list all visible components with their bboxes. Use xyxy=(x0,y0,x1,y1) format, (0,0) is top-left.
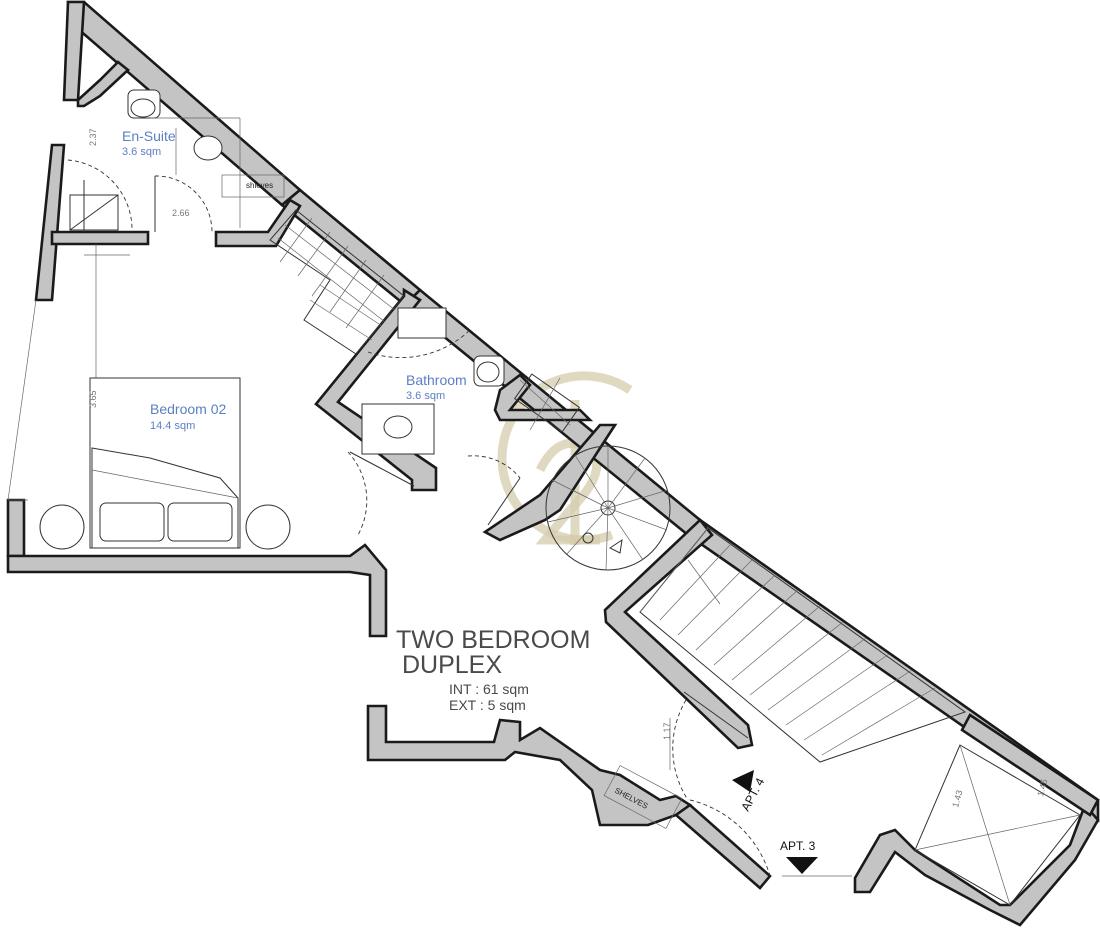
apt3-label: APT. 3 xyxy=(780,839,816,853)
wall-bedroom-bottom xyxy=(6,543,388,638)
bedroom-furniture xyxy=(7,299,291,550)
pillow-icon xyxy=(99,502,165,542)
apt3-arrow-icon xyxy=(786,857,818,874)
wc-bowl-icon xyxy=(476,361,500,383)
bedroom-area: 14.4 sqm xyxy=(150,420,195,432)
wc-bowl-icon xyxy=(130,98,156,118)
apt4-arrow-icon xyxy=(732,770,754,792)
wall-top-diagonal xyxy=(66,0,303,207)
spiral-staircase xyxy=(545,445,671,571)
void-area xyxy=(914,744,1081,906)
ensuite-fixtures xyxy=(67,89,285,500)
void-dim-b: 1.45 xyxy=(1035,778,1049,798)
nightstand-lamp-icon xyxy=(39,504,85,550)
bathroom-name: Bathroom xyxy=(406,372,467,388)
bathroom-fixtures xyxy=(347,307,521,536)
plan-title-line2: DUPLEX xyxy=(402,651,502,679)
wall-diagonal-mid xyxy=(279,188,422,307)
wall-left-upper xyxy=(62,0,86,102)
shelves-upper-label: shleves xyxy=(246,181,273,190)
exterior-area: EXT : 5 sqm xyxy=(449,697,526,713)
nightstand-lamp-icon xyxy=(245,504,291,550)
ensuite-height-dim: 2.37 xyxy=(88,128,98,146)
wall-apt3-right xyxy=(853,802,1100,927)
ensuite-width-dim: 2.66 xyxy=(172,208,190,218)
wall-ensuite-bottom-right xyxy=(214,198,302,248)
ensuite-name: En-Suite xyxy=(122,128,176,144)
shelving-grid xyxy=(269,209,405,355)
pillow-icon xyxy=(167,502,233,542)
wall-right-stub xyxy=(960,713,1100,817)
bedroom-name: Bedroom 02 xyxy=(150,401,226,417)
wall-ensuite-corner xyxy=(76,60,130,108)
wall-shaft xyxy=(493,373,594,422)
wall-stair-left xyxy=(603,518,754,750)
entry-door xyxy=(669,691,852,877)
bathroom-area: 3.6 sqm xyxy=(406,390,445,402)
plan-title-line1: TWO BEDROOM xyxy=(396,626,590,654)
void-dim-a: 1.43 xyxy=(950,789,964,809)
service-shaft xyxy=(513,373,581,433)
bedroom-height-dim: 3.65 xyxy=(88,390,98,408)
basin-icon xyxy=(193,135,223,161)
straight-staircase xyxy=(639,527,967,763)
wall-spiral-left xyxy=(482,423,618,542)
wall-entrance-bottom xyxy=(366,704,693,827)
ensuite-area: 3.6 sqm xyxy=(122,146,161,158)
interior-area: INT : 61 sqm xyxy=(449,681,529,697)
basin-icon xyxy=(383,415,413,439)
wall-left-mid xyxy=(34,143,66,302)
wall-ensuite-bottom-left xyxy=(50,230,150,246)
wall-bedroom-bottom-left xyxy=(6,498,26,558)
entry-width-dim: 1.17 xyxy=(662,722,672,740)
wall-entrance-bottom-diagonal xyxy=(673,803,772,890)
bath-shower-icon xyxy=(397,307,447,339)
